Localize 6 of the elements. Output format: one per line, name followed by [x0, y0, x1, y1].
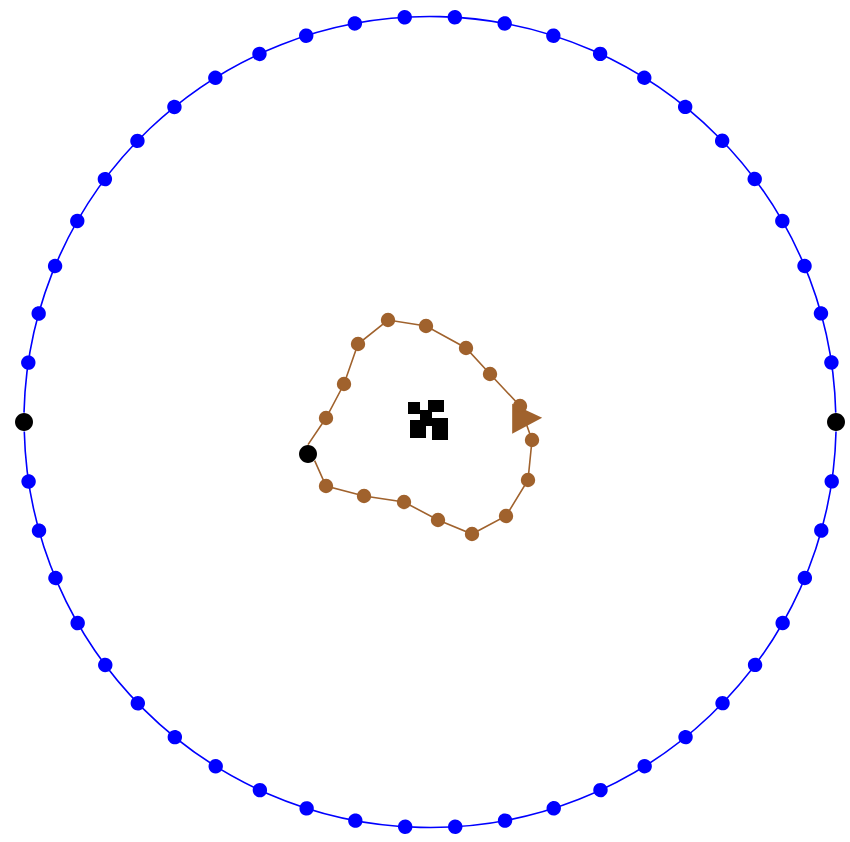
- dotted-arc: [21, 10, 839, 414]
- loop-arrow: [307, 312, 543, 542]
- dot: [827, 413, 845, 431]
- dotted-arc: [21, 430, 839, 834]
- dot: [299, 445, 317, 463]
- dot: [15, 413, 33, 431]
